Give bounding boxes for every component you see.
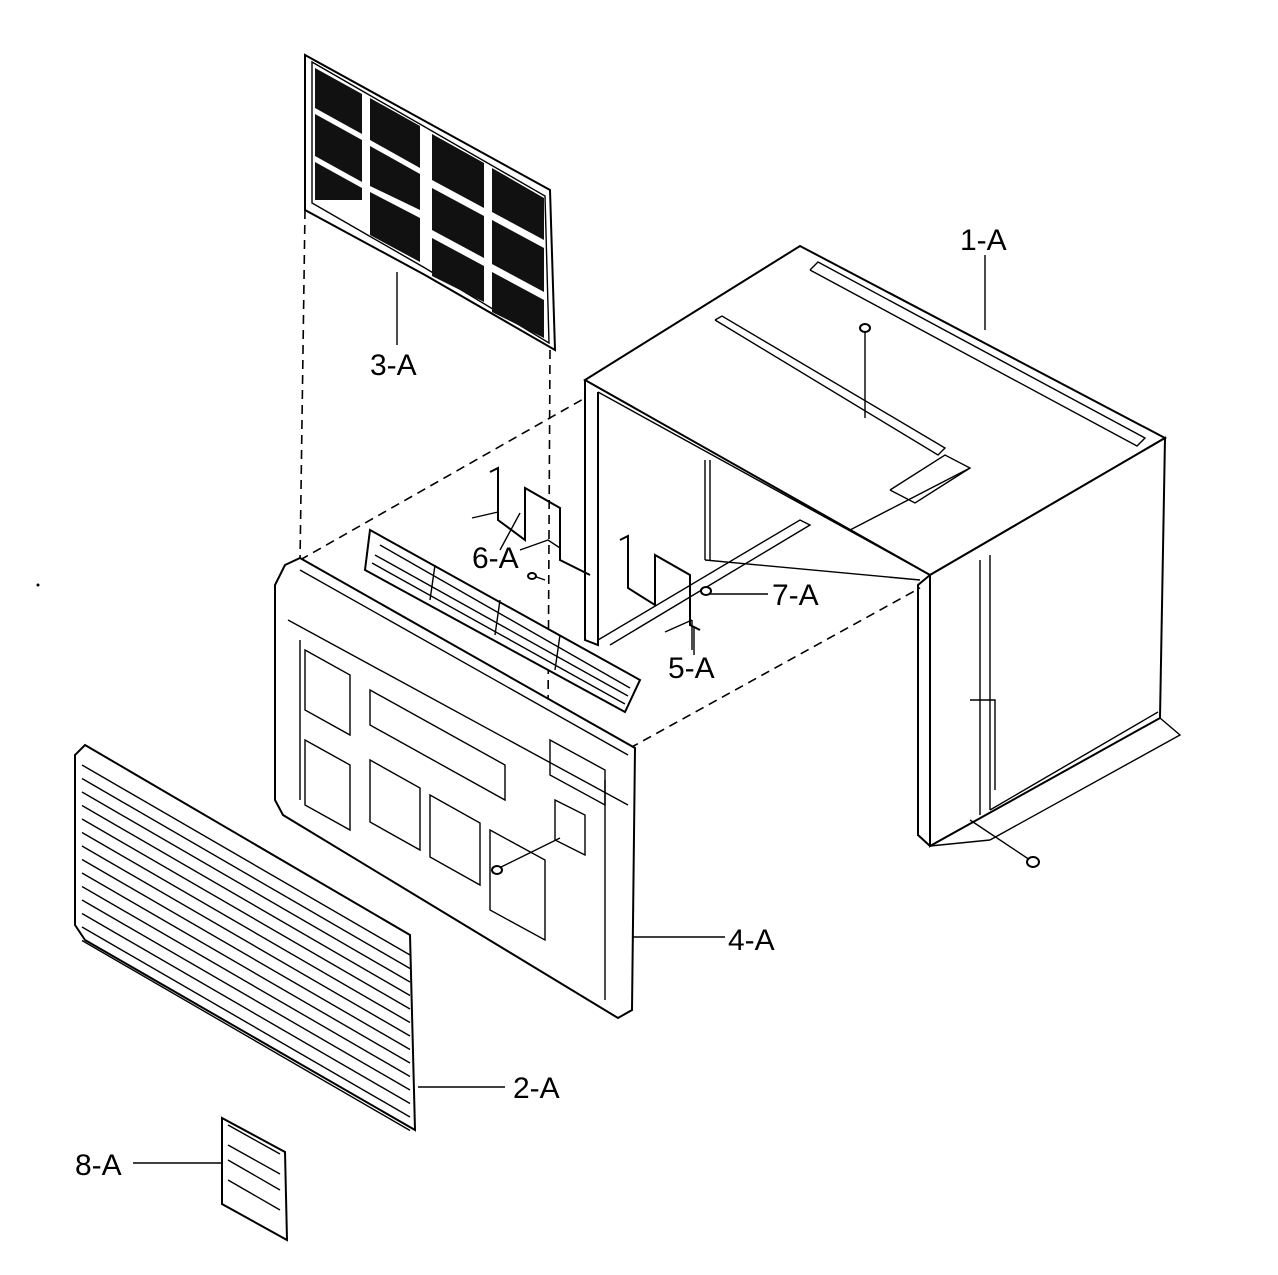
label-bracket-right: 5-A xyxy=(668,652,715,685)
grille-slat xyxy=(81,885,411,1078)
screw[interactable] xyxy=(527,572,712,596)
bracket-right[interactable] xyxy=(619,534,701,655)
label-front-frame: 4-A xyxy=(728,924,775,957)
label-air-filter: 3-A xyxy=(370,349,417,382)
grille-slat xyxy=(81,818,411,1010)
grille-slat xyxy=(81,777,411,970)
label-cabinet: 1-A xyxy=(960,224,1007,257)
label-screw: 7-A xyxy=(772,579,819,612)
grille-slat xyxy=(81,899,411,1091)
grille-slat xyxy=(81,926,411,1118)
label-bracket-left: 6-A xyxy=(472,542,519,575)
grille-slat xyxy=(81,764,411,956)
grille-slat xyxy=(81,831,411,1024)
grille-slat xyxy=(81,791,411,983)
grille-slat xyxy=(81,845,411,1037)
grille-slat xyxy=(81,939,411,1132)
cabinet[interactable] xyxy=(583,244,1182,868)
grille-slat xyxy=(81,804,411,997)
louver-assembly xyxy=(363,528,642,714)
label-nameplate: 8-A xyxy=(75,1149,122,1182)
air-filter[interactable] xyxy=(304,53,557,352)
grille-slat xyxy=(81,872,411,1064)
stray-dot xyxy=(36,583,40,587)
front-frame[interactable] xyxy=(274,556,637,1020)
leader-lines xyxy=(133,255,986,1164)
bracket-left[interactable] xyxy=(471,466,591,576)
grille-slat xyxy=(81,858,411,1051)
label-front-grille: 2-A xyxy=(513,1072,560,1105)
front-grille[interactable] xyxy=(74,743,417,1132)
grille-slat xyxy=(81,912,411,1105)
nameplate[interactable] xyxy=(221,1116,289,1242)
